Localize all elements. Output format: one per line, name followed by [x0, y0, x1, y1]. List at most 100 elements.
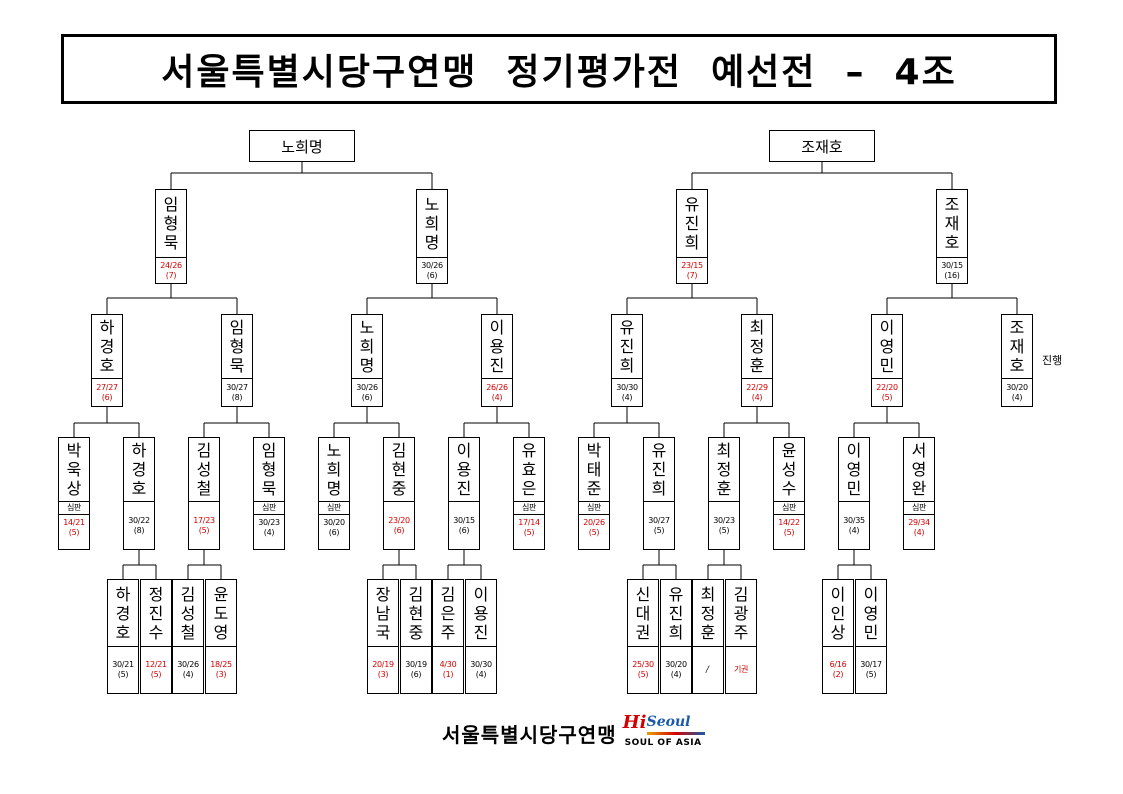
score: 30/35	[843, 515, 865, 525]
rank: (5)	[117, 670, 129, 679]
rank: (7)	[686, 270, 698, 280]
referee-label: 심판	[514, 502, 544, 515]
player-result: 25/30(5)	[628, 647, 658, 693]
referee-label: 심판	[59, 502, 89, 515]
score: 17/23	[193, 515, 215, 525]
rank: (5)	[198, 525, 210, 535]
player-result: 30/15(16)	[937, 258, 967, 283]
player-result: 심판 14/22(5)	[774, 502, 804, 549]
title-box: 서울특별시당구연맹 정기평가전 예선전 – 4조	[61, 34, 1057, 104]
rank: (5)	[718, 525, 730, 535]
rank: (4)	[491, 392, 503, 402]
score: 24/26	[160, 260, 182, 270]
player-result: 18/25(3)	[206, 647, 236, 693]
logo-bar	[646, 732, 705, 735]
rank: (7)	[165, 270, 177, 280]
logo-seoul: Seoul	[646, 714, 691, 730]
score: 23/20	[388, 515, 410, 525]
footer: 서울특별시당구연맹 Hi Seoul SOUL OF ASIA	[442, 712, 708, 754]
score: 23/15	[681, 260, 703, 270]
score: 30/20	[323, 518, 345, 527]
footer-org: 서울특별시당구연맹	[442, 722, 617, 747]
rank: (6)	[458, 525, 470, 535]
score: 30/15	[453, 515, 475, 525]
player-result: 심판 30/23(4)	[254, 502, 284, 549]
player-result: 심판 29/34(4)	[904, 502, 934, 549]
score: 18/25	[210, 660, 232, 669]
score: 6/16	[829, 660, 847, 669]
score: 30/23	[258, 518, 280, 527]
logo-hi: Hi	[622, 712, 647, 733]
player-result: 30/15(6)	[449, 502, 479, 549]
rank: (5)	[150, 670, 162, 679]
progress-note: 진행	[1042, 354, 1063, 367]
score: 30/20	[665, 660, 687, 669]
rank: (4)	[751, 392, 763, 402]
score: 30/27	[648, 515, 670, 525]
player-result: 30/26(4)	[173, 647, 203, 693]
player-result: 기권	[726, 647, 756, 693]
score: 30/21	[112, 660, 134, 669]
rank: (4)	[913, 528, 925, 537]
referee-label: 심판	[254, 502, 284, 515]
referee-label: 심판	[904, 502, 934, 515]
referee-label: 심판	[774, 502, 804, 515]
rank: (4)	[182, 670, 194, 679]
score: 14/22	[778, 518, 800, 527]
score: 30/26	[421, 260, 443, 270]
rank: (5)	[783, 528, 795, 537]
player-result: 20/19(3)	[368, 647, 398, 693]
player-result: 30/35(4)	[839, 502, 869, 549]
winner-right: 조재호	[769, 130, 875, 162]
rank: (8)	[231, 392, 243, 402]
score: 29/34	[908, 518, 930, 527]
score: 〳	[704, 665, 712, 674]
referee-label: 심판	[319, 502, 349, 515]
rank: (4)	[263, 528, 275, 537]
rank: (5)	[588, 528, 600, 537]
score: 27/27	[96, 382, 118, 392]
score: 기권	[733, 665, 749, 674]
rank: (6)	[361, 392, 373, 402]
rank: (1)	[442, 670, 454, 679]
player-result: 30/27(5)	[644, 502, 674, 549]
player-result: 23/15(7)	[677, 258, 707, 283]
score: 30/19	[405, 660, 427, 669]
